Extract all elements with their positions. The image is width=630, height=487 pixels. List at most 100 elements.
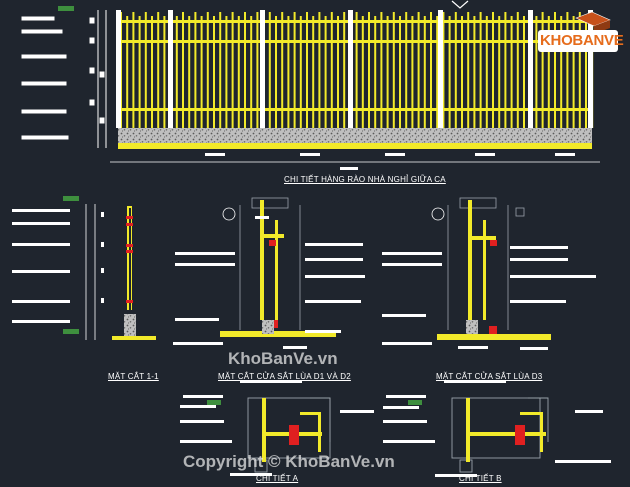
fence-picket bbox=[361, 16, 364, 128]
fence-picket bbox=[510, 16, 513, 128]
fence-picket bbox=[206, 12, 209, 128]
fence-picket bbox=[237, 16, 240, 128]
fence-picket bbox=[343, 12, 346, 128]
fence-picket bbox=[281, 12, 284, 128]
section-marker-icon bbox=[222, 207, 236, 221]
fence-picket bbox=[473, 16, 476, 128]
fence-picket bbox=[299, 16, 302, 128]
fence-picket bbox=[392, 12, 395, 128]
fence-post bbox=[260, 10, 265, 128]
ground-line bbox=[118, 143, 592, 149]
fence-picket bbox=[492, 12, 494, 128]
section-d3 bbox=[382, 197, 596, 350]
fence-post bbox=[116, 10, 121, 128]
detail-b bbox=[383, 380, 611, 477]
title-section-1-1: MẶT CẮT 1-1 bbox=[108, 372, 159, 381]
title-section-d1-d2: MẶT CẮT CỬA SẮT LÙA D1 VÀ D2 bbox=[218, 372, 351, 381]
fence-picket bbox=[213, 16, 215, 128]
fence-picket bbox=[479, 12, 482, 128]
fence-picket bbox=[219, 12, 222, 128]
fence-picket bbox=[504, 12, 507, 128]
fence-picket bbox=[268, 12, 271, 128]
khobanve-logo bbox=[538, 12, 618, 52]
fence-picket bbox=[256, 12, 259, 128]
title-section-d3: MẶT CẮT CỬA SẮT LÙA D3 bbox=[436, 372, 543, 381]
fence-picket bbox=[541, 12, 544, 128]
fence-picket bbox=[138, 16, 141, 128]
fence-picket bbox=[225, 16, 228, 128]
fence-picket bbox=[355, 12, 358, 128]
fence-picket bbox=[411, 16, 414, 128]
fence-picket bbox=[498, 16, 501, 128]
fence-picket bbox=[200, 16, 203, 128]
fence-picket bbox=[157, 12, 160, 128]
fence-rail bbox=[118, 20, 592, 23]
fence-picket bbox=[448, 16, 451, 128]
fence-rail bbox=[118, 108, 592, 111]
fence-picket bbox=[560, 16, 563, 128]
section-marker-icon bbox=[431, 207, 445, 221]
green-tag bbox=[58, 6, 74, 11]
fence-picket bbox=[132, 12, 135, 128]
fence-picket bbox=[318, 12, 321, 128]
watermark-copyright: Copyright © KhoBanVe.vn bbox=[183, 452, 395, 471]
fence-picket bbox=[374, 16, 377, 128]
fence-picket bbox=[231, 12, 234, 128]
fence-picket bbox=[306, 12, 308, 128]
fence-post bbox=[528, 10, 533, 128]
fence-picket bbox=[144, 12, 147, 128]
fence-picket bbox=[337, 16, 339, 128]
fence-picket bbox=[430, 12, 432, 128]
fence-elevation bbox=[21, 0, 600, 170]
section-d1-d2 bbox=[173, 197, 365, 349]
fence-picket bbox=[485, 16, 488, 128]
fence-picket bbox=[461, 16, 463, 128]
fence-picket bbox=[250, 16, 253, 128]
fence-post bbox=[168, 10, 173, 128]
fence-picket bbox=[547, 16, 550, 128]
fence-picket bbox=[436, 16, 439, 128]
fence-picket bbox=[188, 16, 191, 128]
fence-post bbox=[588, 10, 593, 128]
fence-picket bbox=[417, 12, 420, 128]
left-dimension-annotations bbox=[21, 10, 107, 148]
title-detail-a: CHI TIẾT A bbox=[256, 474, 299, 483]
fence-picket bbox=[163, 16, 166, 128]
detail-a bbox=[180, 380, 374, 476]
logo-text: KHOBANVE bbox=[540, 32, 624, 49]
fence-picket bbox=[275, 16, 277, 128]
fence-picket bbox=[287, 16, 290, 128]
fence-picket bbox=[312, 16, 315, 128]
fence-picket bbox=[182, 12, 184, 128]
fence-picket bbox=[386, 16, 389, 128]
fence-picket bbox=[293, 12, 296, 128]
fence-post bbox=[438, 10, 443, 128]
fence-post bbox=[348, 10, 353, 128]
fence-picket bbox=[151, 16, 153, 128]
fence-picket bbox=[578, 12, 581, 128]
fence-picket bbox=[523, 16, 525, 128]
fence-picket bbox=[566, 12, 569, 128]
fence-picket bbox=[442, 12, 445, 128]
title-detail-b: CHI TIẾT B bbox=[459, 474, 502, 483]
fence-pickets bbox=[116, 10, 594, 128]
fence-picket bbox=[516, 12, 519, 128]
fence-picket bbox=[126, 16, 129, 128]
fence-picket bbox=[194, 12, 197, 128]
fence-picket bbox=[405, 12, 408, 128]
fence-picket bbox=[467, 12, 470, 128]
fence-picket bbox=[423, 16, 426, 128]
fence-picket bbox=[454, 12, 457, 128]
fence-picket bbox=[175, 16, 178, 128]
title-fence-elevation: CHI TIẾT HÀNG RÀO NHÀ NGHỈ GIỮA CA bbox=[284, 175, 446, 184]
fence-picket bbox=[535, 16, 538, 128]
fence-picket bbox=[399, 16, 401, 128]
fence-picket bbox=[572, 16, 575, 128]
fence-rail bbox=[118, 40, 592, 43]
fence-picket bbox=[324, 16, 327, 128]
fence-picket bbox=[330, 12, 333, 128]
marker-icon bbox=[451, 0, 469, 9]
watermark-site: KhoBanVe.vn bbox=[228, 349, 338, 368]
